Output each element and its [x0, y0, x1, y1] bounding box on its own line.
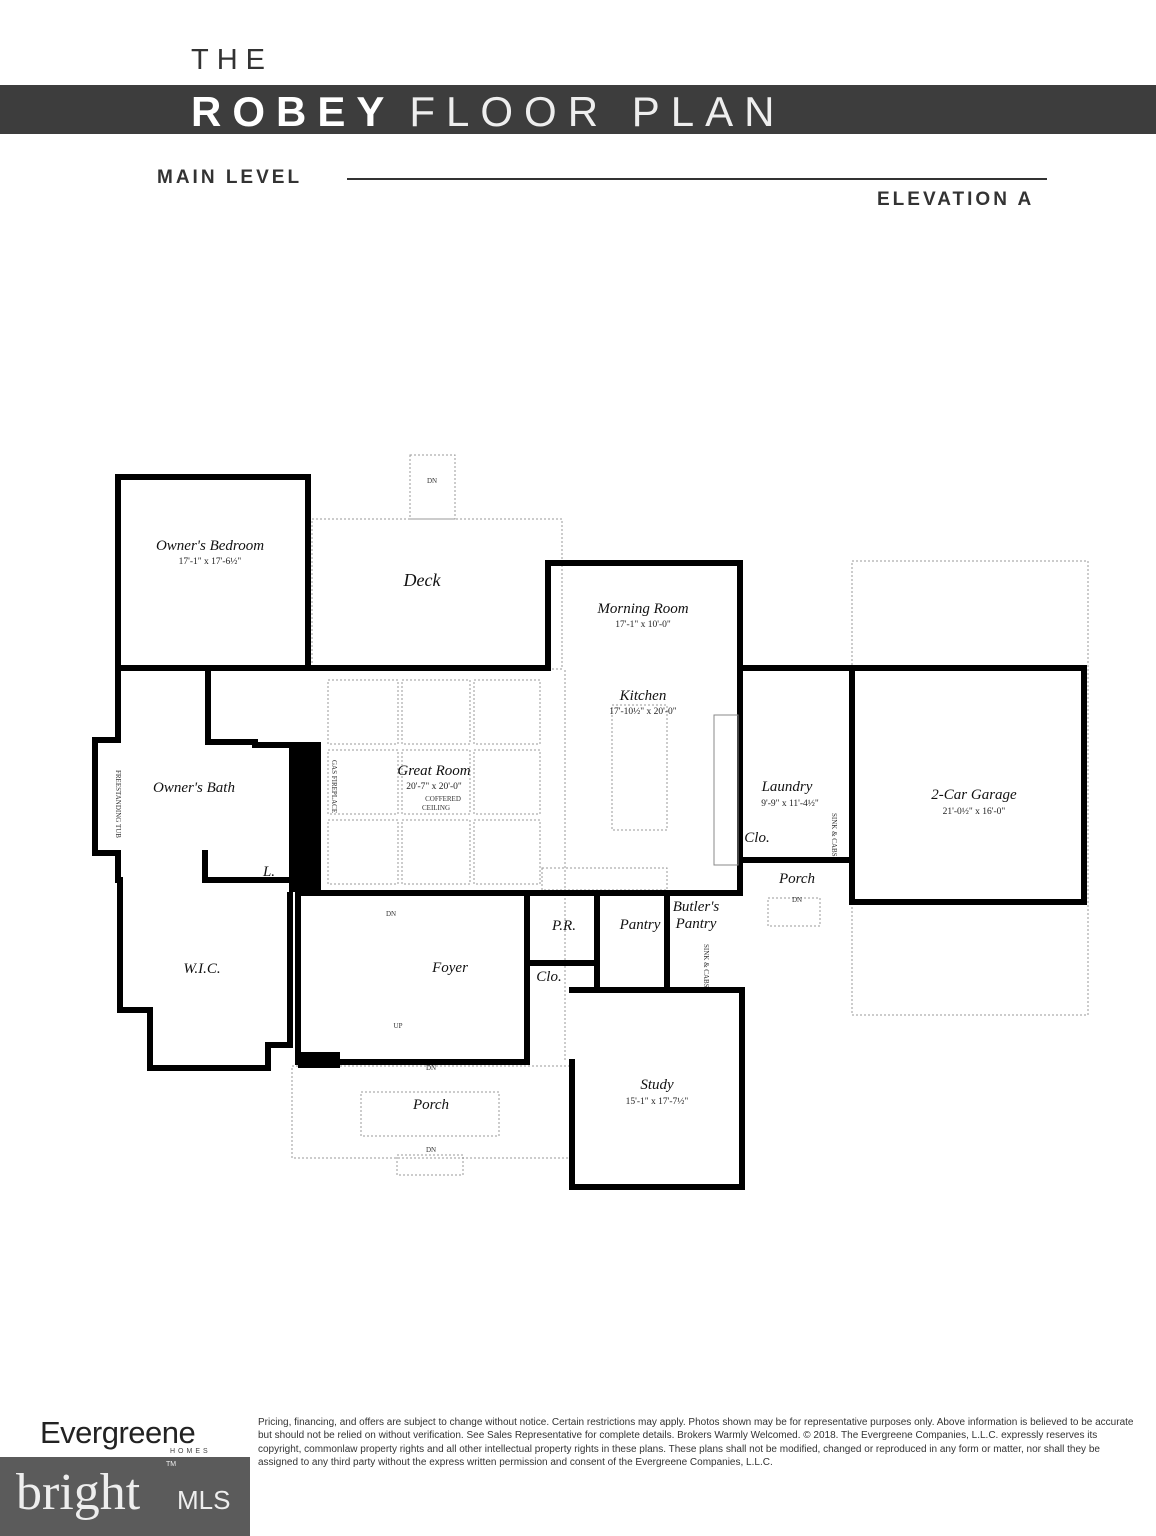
front-door-dn: DN	[425, 1064, 437, 1072]
room-closet-laundry: Clo.	[744, 830, 770, 846]
wall-mass	[298, 1052, 340, 1068]
room-foyer: Foyer	[432, 960, 468, 976]
bright-mls-watermark: bright TM MLS	[0, 1457, 250, 1536]
room-great-room: Great Room	[397, 763, 471, 779]
room-morning-room: Morning Room	[597, 601, 689, 617]
note-ceiling: CEILING	[422, 804, 450, 812]
dims-morning-room: 17'-1" x 10'-0"	[615, 620, 671, 630]
dims-study: 15'-1" x 17'-7½"	[625, 1097, 689, 1107]
deck-stair-dn: DN	[426, 477, 438, 485]
room-study: Study	[640, 1077, 674, 1093]
room-powder-room: P.R.	[552, 918, 576, 934]
level-label: MAIN LEVEL	[157, 167, 303, 188]
room-side-porch: Porch	[778, 871, 816, 887]
stair-up: UP	[393, 1022, 403, 1030]
title-bold: ROBEY	[191, 88, 396, 135]
side-porch-dn: DN	[791, 896, 803, 904]
room-closet-foyer: Clo.	[536, 969, 562, 985]
evergreene-logo-sub: HOMES	[170, 1448, 211, 1455]
elevation-label: ELEVATION A	[877, 189, 1035, 210]
room-butlers-pantry: Butler's Pantry	[672, 899, 720, 932]
title-band	[0, 85, 1156, 134]
note-gas-fireplace: GAS FIREPLACE	[330, 760, 338, 814]
dims-owners-bedroom: 17'-1" x 17'-6½"	[178, 557, 242, 567]
room-front-porch: Porch	[412, 1097, 450, 1113]
note-butler-sink: SINK & CABS	[702, 944, 710, 988]
header-rule	[347, 178, 1047, 180]
dims-garage: 21'-0½" x 16'-0"	[942, 807, 1006, 817]
kitchen-counters	[713, 714, 739, 866]
pre-title: THE	[191, 44, 273, 76]
evergreene-logo: Evergreene	[40, 1415, 196, 1450]
watermark-word: bright	[16, 1464, 141, 1521]
room-owners-bedroom: Owner's Bedroom	[155, 538, 265, 554]
room-wic: W.I.C.	[183, 961, 221, 977]
fireplace-chimney	[289, 742, 321, 892]
note-freestanding-tub: FREESTANDING TUB	[114, 770, 122, 838]
room-kitchen: Kitchen	[619, 688, 667, 704]
watermark-tm: TM	[166, 1461, 177, 1468]
room-linen: L.	[262, 864, 276, 880]
room-deck: Deck	[403, 570, 441, 590]
stair-dn: DN	[385, 910, 397, 918]
note-coffered: COFFERED	[425, 795, 461, 803]
room-owners-bath: Owner's Bath	[153, 780, 235, 796]
dims-kitchen: 17'-10½" x 20'-0"	[609, 707, 677, 717]
title-light: FLOOR PLAN	[409, 88, 786, 135]
walls	[92, 474, 1087, 1190]
watermark-mls: MLS	[177, 1485, 231, 1515]
dotted-outlines	[291, 454, 1089, 1176]
page-title: ROBEY FLOOR PLAN	[191, 88, 785, 136]
dims-laundry: 9'-9" x 11'-4½"	[761, 799, 819, 809]
note-laundry-sink: SINK & CABS	[830, 813, 838, 857]
disclaimer: Pricing, financing, and offers are subje…	[258, 1417, 1134, 1468]
room-pantry: Pantry	[619, 917, 661, 933]
dims-great-room: 20'-7" x 20'-0"	[406, 782, 462, 792]
room-laundry: Laundry	[761, 779, 813, 795]
room-garage: 2-Car Garage	[931, 787, 1017, 803]
front-porch-dn: DN	[425, 1146, 437, 1154]
